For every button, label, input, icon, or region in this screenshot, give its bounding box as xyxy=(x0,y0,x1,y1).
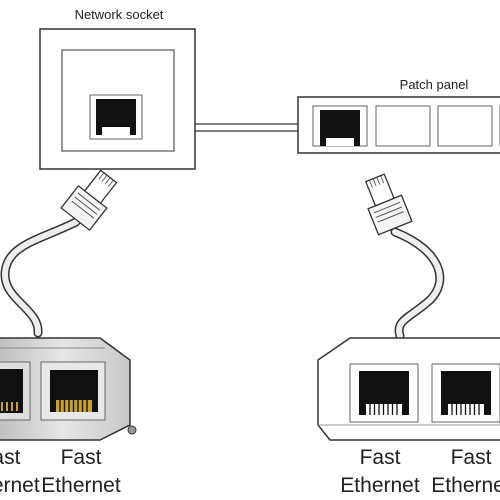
right-rj45-plug-icon xyxy=(364,173,413,236)
left-port2-label-line2: Ethernet xyxy=(41,474,121,497)
patch-panel-label: Patch panel xyxy=(400,77,469,92)
patch-panel-empty-port[interactable] xyxy=(437,105,493,147)
right-port1-label-line2: Ethernet xyxy=(340,474,420,497)
patch-panel-rj45-port-icon[interactable] xyxy=(319,109,361,147)
right-switch xyxy=(317,337,500,441)
left-rj45-plug-icon xyxy=(60,169,118,232)
right-port2-label-line1: Fast xyxy=(451,446,492,469)
left-port2-label-line1: Fast xyxy=(61,446,102,469)
right-port1-label-line1: Fast xyxy=(360,446,401,469)
patch-panel-empty-port[interactable] xyxy=(375,105,431,147)
network-socket xyxy=(39,28,196,170)
network-socket-label: Network socket xyxy=(75,7,164,22)
right-port2-label-line2: Ethernet xyxy=(431,474,500,497)
patch-panel xyxy=(297,96,500,154)
wall-link xyxy=(195,123,298,132)
left-port1-label-line1: Fast xyxy=(0,446,21,469)
left-cable xyxy=(0,169,118,338)
left-switch xyxy=(0,337,137,441)
right-cable xyxy=(364,173,445,341)
left-port1-label-line2: Ethernet xyxy=(0,474,40,497)
socket-rj45-port-icon[interactable] xyxy=(95,98,137,136)
